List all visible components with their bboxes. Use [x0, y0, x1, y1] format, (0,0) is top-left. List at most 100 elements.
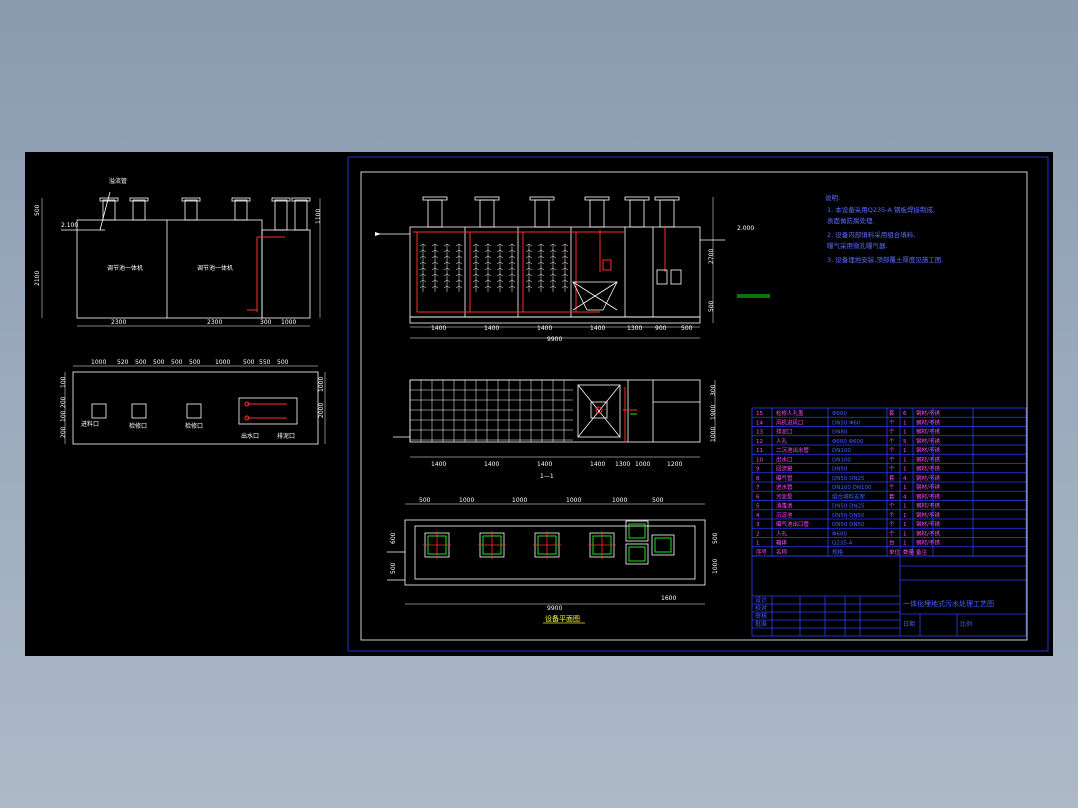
title-block: 一体化埋地式污水处理工艺图 设计 校对 审核 批准 日期 比例 [751, 555, 1027, 637]
plan-dim-10: 500 [277, 359, 289, 366]
plan-dim-right-2: 2000 [318, 403, 325, 418]
plan-label-5: 排泥口 [277, 432, 295, 440]
plan-dim-left-2: 200 [60, 396, 67, 408]
plan-label-1: 进料口 [81, 420, 99, 428]
table-cell: 个 [889, 438, 895, 445]
plan-label-4: 出水口 [241, 432, 259, 440]
table-cell: 7 [756, 485, 760, 491]
table-cell: 钢材/不锈 [916, 428, 940, 436]
section-title: 1—1 [540, 473, 554, 480]
table-cell: 1 [903, 504, 907, 510]
dim-bottom-4: 1000 [281, 319, 296, 326]
plan-bottom-dim-2: 1600 [661, 595, 676, 602]
table-cell: 1 [756, 541, 760, 547]
plan-label-2: 检修口 [129, 422, 147, 430]
table-cell: 单位 [889, 548, 901, 556]
elev-dim-2: 1400 [484, 325, 499, 332]
elev-dim-right-1: 2700 [708, 249, 715, 264]
elev-dim-6: 900 [655, 325, 667, 332]
dim-right-1: 1100 [315, 209, 322, 224]
plan-dim-left-3: 100 [60, 410, 67, 422]
table-cell: 1 [903, 485, 907, 491]
table-cell: 沉淀池 [776, 511, 793, 519]
table-cell: DN80 [832, 430, 848, 436]
plan-top-dim-5: 1000 [612, 497, 627, 504]
table-cell: 二沉池出水管 [776, 446, 810, 454]
sec-dim-5: 1300 [615, 461, 630, 468]
note-line-3: 表面做防腐处理. [827, 216, 875, 225]
tb-label-4: 批准 [755, 620, 767, 628]
sec-dim-right-3: 1000 [710, 427, 717, 442]
table-cell: 1 [903, 467, 907, 473]
table-cell: 钢材/不锈 [916, 455, 940, 463]
table-cell: 回流管 [776, 465, 793, 473]
table-cell: 钢材/不锈 [916, 474, 940, 482]
plan-dim-2: 520 [117, 359, 129, 366]
elev-dim-3: 1400 [537, 325, 552, 332]
tank-right-outline [261, 229, 311, 319]
elev-dim-7: 500 [681, 325, 693, 332]
table-cell: 钢材/不锈 [916, 492, 940, 500]
table-cell: 钢材/不锈 [916, 437, 940, 445]
table-cell: DN100 [832, 448, 851, 454]
sec-dim-6: 1000 [635, 461, 650, 468]
sec-dim-4: 1400 [590, 461, 605, 468]
plan-dim-4: 500 [153, 359, 165, 366]
table-cell: 规格 [832, 548, 844, 556]
table-cell: 钢材/不锈 [916, 483, 940, 491]
left-plan-outline [72, 371, 319, 445]
table-cell: 名称 [776, 548, 788, 556]
table-cell: 曝气管 [776, 474, 793, 482]
table-cell: 个 [889, 466, 895, 473]
tb-label-1: 设计 [755, 596, 767, 604]
table-cell: 曝气池出口管 [776, 520, 810, 528]
table-cell: 钢材/不锈 [916, 465, 940, 473]
table-cell: 消毒池 [776, 502, 793, 510]
elevation-view: 1400 1400 1400 1400 1300 900 500 9900 27… [375, 196, 770, 343]
table-cell: 钢材/不锈 [916, 520, 940, 528]
elev-dim-right-2: 500 [708, 300, 715, 312]
plan-dim-right-1: 1000 [318, 377, 325, 392]
table-cell: 个 [889, 512, 895, 519]
dim-left-2: 2100 [34, 271, 41, 286]
table-cell: DN100 [832, 457, 851, 463]
elevation-outline [409, 226, 701, 318]
plan-inner [414, 525, 696, 580]
table-cell: 钢材/不锈 [916, 502, 940, 510]
drawing-canvas[interactable]: 溢流管 2.100 调节池一体机 调节池一体机 2300 2300 300 10… [25, 152, 1053, 656]
sec-dim-2: 1400 [484, 461, 499, 468]
tank-left-outline [76, 219, 263, 319]
table-cell: 1 [903, 448, 907, 454]
tank-label-2: 调节池一体机 [197, 264, 233, 272]
plan-dim-left-4: 200 [60, 426, 67, 438]
drawing-title: 一体化埋地式污水处理工艺图 [903, 599, 994, 608]
table-cell: 3 [756, 522, 760, 528]
table-cell: 1 [903, 513, 907, 519]
table-cell: 进水管 [776, 483, 793, 491]
filler-grid [409, 379, 573, 442]
table-cell: 2 [756, 531, 760, 537]
table-cell: DN50 Φ60 [832, 420, 861, 426]
table-cell: 人孔 [776, 529, 788, 537]
left-elevation: 溢流管 2.100 调节池一体机 调节池一体机 2300 2300 300 10… [34, 177, 322, 327]
plan-top-dim-1: 500 [419, 497, 431, 504]
plan-top-dim-4: 1000 [566, 497, 581, 504]
table-cell: DN50 [832, 467, 848, 473]
table-cell: 1 [903, 531, 907, 537]
plan-right-dim-1: 500 [712, 532, 719, 544]
table-cell: 数量 [903, 548, 915, 556]
table-cell: 1 [903, 420, 907, 426]
table-cell: Φ600 [832, 531, 847, 537]
left-plan: 1000 520 500 500 500 500 1000 500 550 50… [60, 359, 326, 445]
table-cell: 5 [756, 504, 760, 510]
sec-dim-3: 1400 [537, 461, 552, 468]
table-cell: 个 [889, 419, 895, 426]
note-line-1: 说明: [825, 193, 840, 202]
filler-media [419, 243, 569, 292]
table-cell: 序号 [756, 548, 768, 556]
notes: 说明: 1. 本设备采用Q235-A 钢板焊接制成, 表面做防腐处理. 2. 设… [825, 193, 943, 264]
plan-manholes [423, 520, 675, 565]
dim-bottom-2: 2300 [207, 319, 222, 326]
table-cell: 个 [889, 429, 895, 436]
table-cell: 6 [756, 494, 760, 500]
